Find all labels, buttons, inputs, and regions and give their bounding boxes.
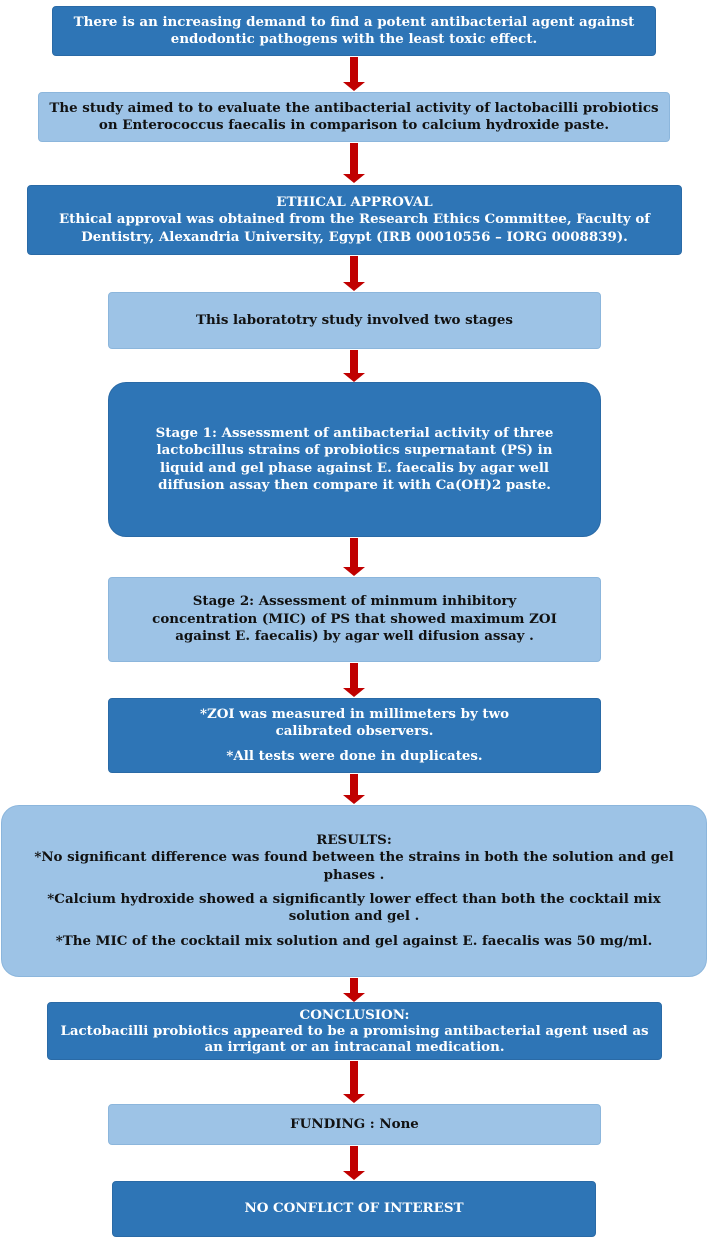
flow-arrow: [343, 1146, 365, 1180]
conclusion-text: Lactobacilli probiotics appeared to be a…: [60, 1022, 649, 1056]
flow-arrow: [343, 57, 365, 91]
funding-text: FUNDING : None: [290, 1115, 419, 1132]
flow-arrow: [343, 663, 365, 697]
flow-arrow: [343, 1061, 365, 1103]
results-line-3: *The MIC of the cocktail mix solution an…: [55, 932, 653, 949]
results-line-1: *No significant difference was found bet…: [34, 849, 674, 883]
flow-arrow: [343, 774, 365, 804]
stages-intro-text: This laboratotry study involved two stag…: [196, 311, 513, 328]
ethical-approval-text: Ethical approval was obtained from the R…: [58, 211, 651, 245]
aim-box: The study aimed to to evaluate the antib…: [38, 92, 670, 142]
stage-2-text: Stage 2: Assessment of minmum inhibitory…: [152, 593, 557, 645]
aim-text: The study aimed to to evaluate the antib…: [49, 99, 659, 133]
funding-box: FUNDING : None: [108, 1104, 601, 1145]
stage-2-box: Stage 2: Assessment of minmum inhibitory…: [108, 577, 601, 662]
results-heading: RESULTS:: [316, 831, 392, 848]
conclusion-box: CONCLUSION: Lactobacilli probiotics appe…: [47, 1002, 662, 1060]
measurement-line-2: *All tests were done in duplicates.: [226, 747, 483, 764]
measurement-line-1: *ZOI was measured in millimeters by two …: [199, 705, 510, 740]
stages-intro-box: This laboratotry study involved two stag…: [108, 292, 601, 349]
ethical-approval-heading: ETHICAL APPROVAL: [276, 193, 433, 210]
stage-1-text: Stage 1: Assessment of antibacterial act…: [155, 424, 554, 493]
flow-arrow: [343, 978, 365, 1002]
conflict-of-interest-box: NO CONFLICT OF INTEREST: [112, 1181, 596, 1237]
demand-text: There is an increasing demand to find a …: [73, 13, 635, 47]
conclusion-heading: CONCLUSION:: [299, 1006, 410, 1023]
flow-arrow: [343, 350, 365, 382]
conflict-of-interest-text: NO CONFLICT OF INTEREST: [244, 1200, 464, 1217]
flow-arrow: [343, 256, 365, 291]
flow-arrow: [343, 143, 365, 183]
flow-arrow: [343, 538, 365, 576]
results-line-2: *Calcium hydroxide showed a significantl…: [47, 891, 661, 925]
ethical-approval-box: ETHICAL APPROVAL Ethical approval was ob…: [27, 185, 682, 255]
measurement-box: *ZOI was measured in millimeters by two …: [108, 698, 601, 773]
demand-box: There is an increasing demand to find a …: [52, 6, 656, 56]
results-box: RESULTS: *No significant difference was …: [1, 805, 707, 977]
stage-1-box: Stage 1: Assessment of antibacterial act…: [108, 382, 601, 537]
